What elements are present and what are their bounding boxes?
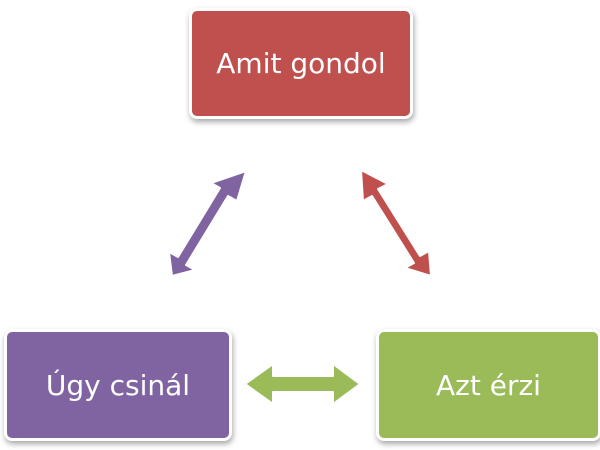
arrow-top-left xyxy=(168,170,247,277)
node-amit-gondol: Amit gondol xyxy=(189,8,413,119)
node-azt-erzi: Azt érzi xyxy=(376,329,600,441)
node-label-right: Azt érzi xyxy=(436,368,541,402)
node-label-top: Amit gondol xyxy=(216,47,386,80)
arrow-left-right xyxy=(244,363,361,405)
node-label-left: Úgy csinál xyxy=(45,368,191,402)
arrow-top-right xyxy=(360,169,432,277)
node-ugy-csinal: Úgy csinál xyxy=(4,329,232,441)
